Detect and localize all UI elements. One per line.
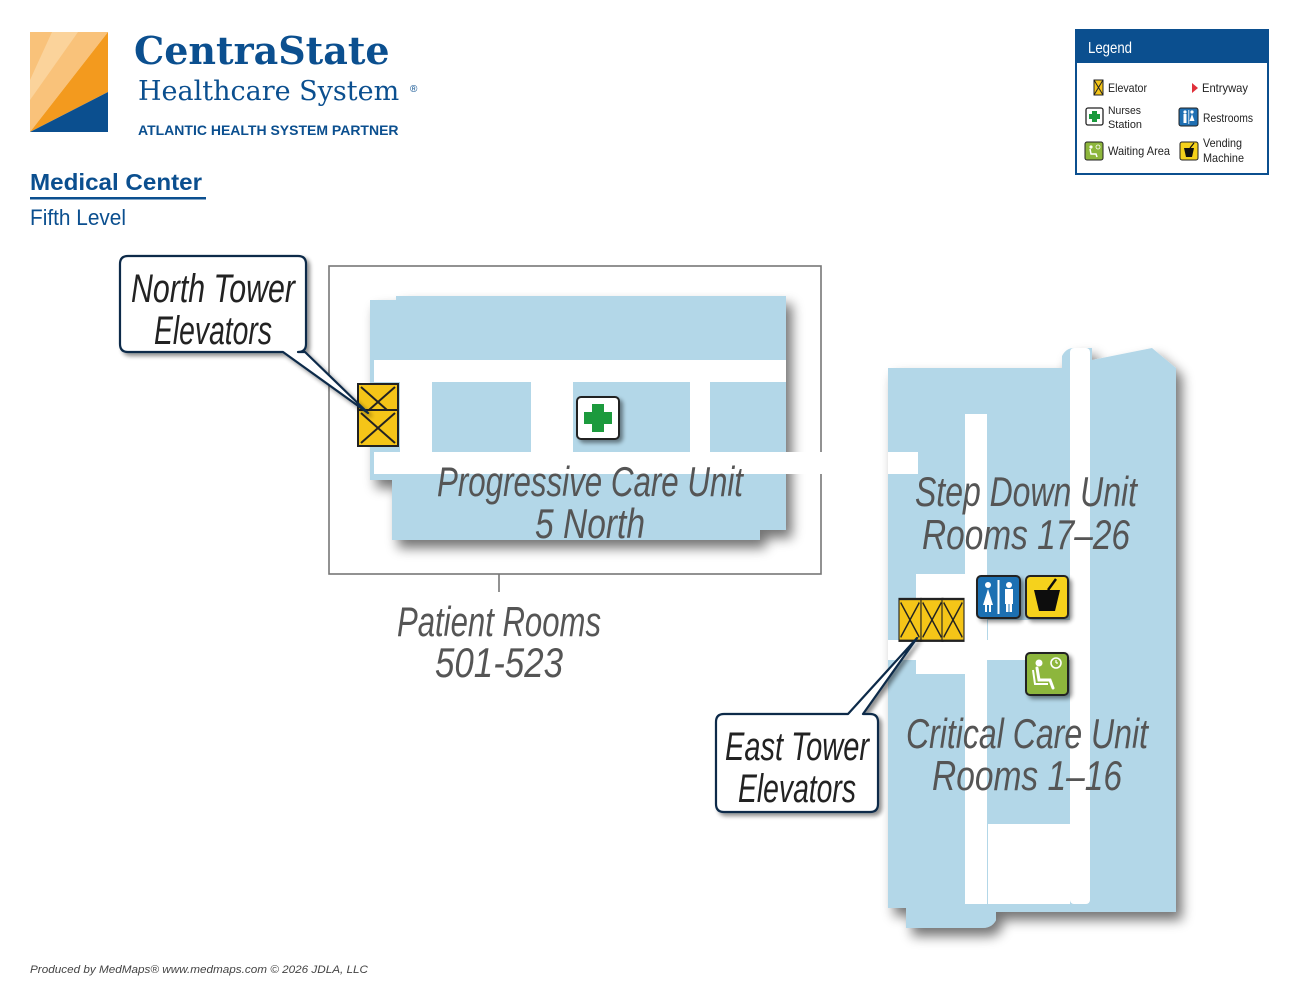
east-corridors xyxy=(888,348,1090,904)
east-tower-label-line1: East Tower xyxy=(725,725,870,769)
legend-restrooms-label: Restrooms xyxy=(1203,111,1253,125)
legend-entryway-arrow-icon xyxy=(1192,83,1198,93)
legend-vending-label-line1: Vending xyxy=(1203,136,1242,150)
patient-rooms-outline xyxy=(328,265,822,575)
pcu-label-line1: Progressive Care Unit xyxy=(437,458,745,505)
north-tower-label-line2: Elevators xyxy=(154,309,272,353)
page-title: Medical Center xyxy=(30,169,202,195)
north-corridors xyxy=(374,360,898,474)
legend-vending-label-line2: Machine xyxy=(1203,151,1244,165)
legend-elevator-icon xyxy=(1093,79,1104,96)
elevator-icon xyxy=(940,597,966,642)
footer-credit: Produced by MedMaps® www.medmaps.com © 2… xyxy=(30,964,368,976)
sdu-label-line1: Step Down Unit xyxy=(915,468,1139,515)
patient-rooms-label-line1: Patient Rooms xyxy=(397,598,601,645)
east-tower-label-line2: Elevators xyxy=(738,767,856,811)
ccu-label-line1: Critical Care Unit xyxy=(906,710,1150,757)
legend-waiting-label: Waiting Area xyxy=(1108,144,1170,158)
east-tower-callout xyxy=(714,636,919,814)
legend-vending-machine-icon xyxy=(1179,141,1199,161)
legend-waiting-area-icon xyxy=(1084,141,1104,161)
ccu-label-line2: Rooms 1–16 xyxy=(932,752,1123,799)
page-subtitle: Fifth Level xyxy=(30,205,126,230)
sdu-label-line2: Rooms 17–26 xyxy=(922,511,1131,558)
brand-name: CentraState xyxy=(134,28,390,73)
east-tower-elevators xyxy=(897,597,966,642)
elevator-icon xyxy=(897,597,923,642)
north-tower-elevators xyxy=(357,383,399,447)
pcu-label-line2: 5 North xyxy=(535,500,645,547)
north-tower-callout xyxy=(118,254,370,415)
nurses-station-icon[interactable] xyxy=(576,396,620,440)
legend-nurses-station-icon xyxy=(1085,107,1104,126)
legend-nurses-label-line1: Nurses xyxy=(1108,105,1141,117)
patient-rooms-label-line2: 501-523 xyxy=(435,639,563,686)
restrooms-icon[interactable] xyxy=(976,575,1021,619)
legend-elevator-label: Elevator xyxy=(1108,81,1147,95)
legend-nurses-label-line2: Station xyxy=(1108,119,1142,131)
brand-subtitle: Healthcare System xyxy=(138,76,399,107)
legend-restrooms-icon xyxy=(1178,107,1199,127)
vending-machine-icon[interactable] xyxy=(1025,575,1069,619)
title-underline xyxy=(30,197,206,200)
brand-registered: ® xyxy=(410,84,418,95)
north-tower-label-line1: North Tower xyxy=(131,267,296,311)
elevator-icon xyxy=(919,597,945,642)
legend xyxy=(1075,29,1269,175)
brand-partner: ATLANTIC HEALTH SYSTEM PARTNER xyxy=(138,122,399,138)
legend-title: Legend xyxy=(1088,40,1132,57)
legend-entryway-label: Entryway xyxy=(1202,81,1248,95)
elevator-icon xyxy=(357,409,399,447)
logo xyxy=(30,32,108,132)
waiting-area-icon[interactable] xyxy=(1025,652,1069,696)
